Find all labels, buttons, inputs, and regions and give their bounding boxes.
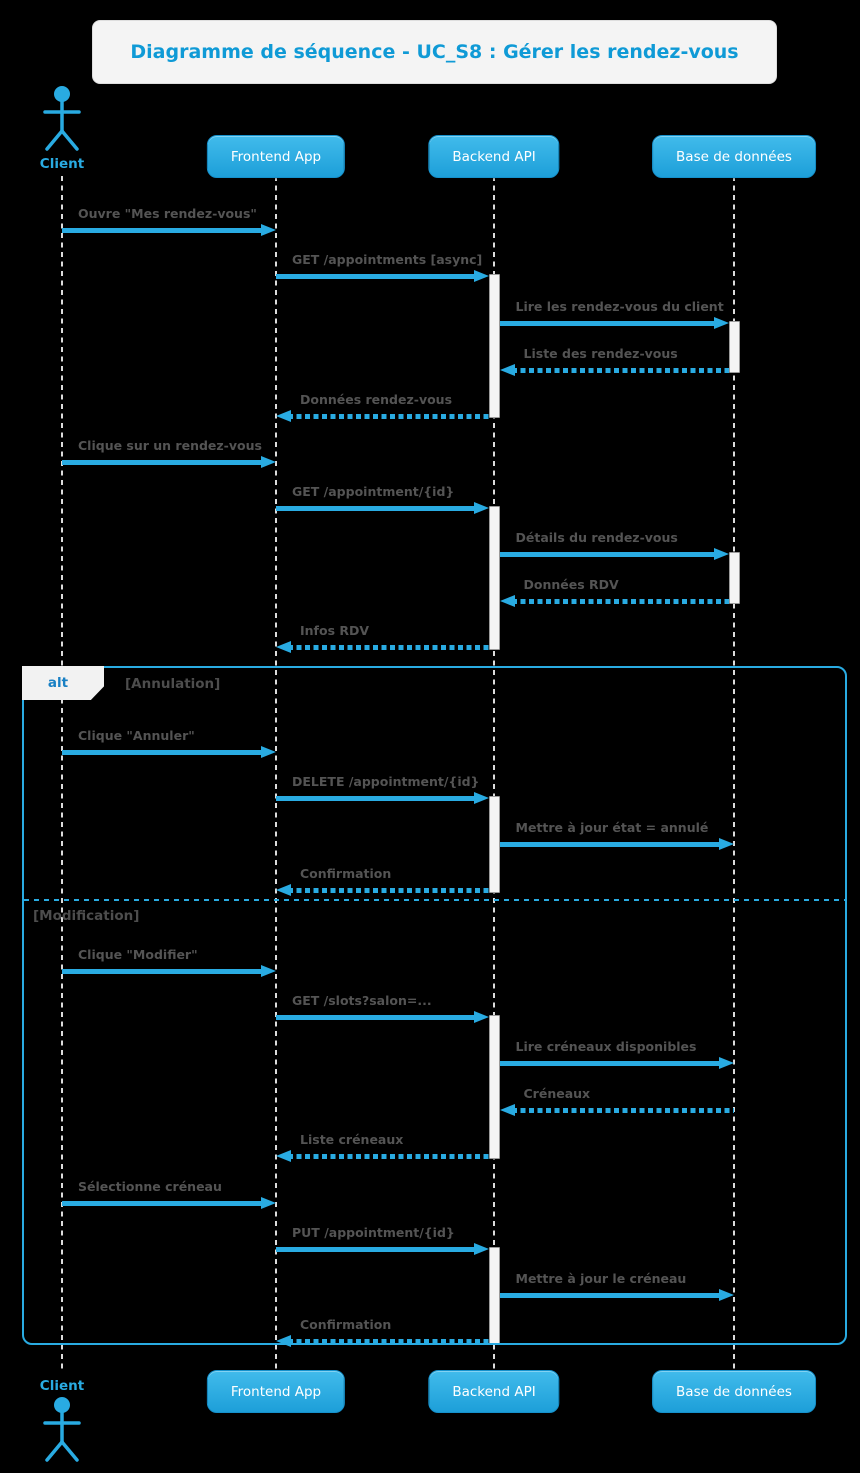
message-label-6: Clique sur un rendez-vous: [78, 438, 262, 453]
message-arrowhead-icon: [261, 1196, 276, 1209]
message-arrowhead-icon: [276, 883, 291, 896]
message-line-5: [288, 414, 489, 419]
message-line-21: [276, 1247, 477, 1252]
message-arrowhead-icon: [276, 1334, 291, 1347]
message-line-2: [276, 274, 477, 279]
message-label-10: Infos RDV: [300, 623, 370, 638]
message-line-20: [62, 1201, 264, 1206]
message-arrowhead-icon: [713, 316, 729, 329]
participant-label-client: Client: [39, 156, 85, 172]
participant-box-db: Base de données: [652, 135, 816, 178]
lifeline-client: [60, 176, 64, 1372]
participant-box-bottom-backend: Backend API: [428, 1370, 560, 1413]
message-arrowhead-icon: [473, 1010, 489, 1023]
message-label-15: Clique "Modifier": [78, 947, 198, 962]
message-arrowhead-icon: [473, 791, 489, 804]
message-arrowhead-icon: [719, 837, 734, 850]
guard-modification-label: [Modification]: [33, 908, 140, 924]
message-arrowhead-icon: [261, 745, 276, 758]
participant-box-bottom-db: Base de données: [652, 1370, 816, 1413]
diagram-title: Diagramme de séquence - UC_S8 : Gérer le…: [92, 20, 777, 84]
message-arrowhead-icon: [713, 547, 729, 560]
message-label-5: Données rendez-vous: [300, 392, 453, 407]
lifeline-db: [732, 176, 736, 1372]
lifeline-frontend: [274, 176, 278, 1372]
message-label-14: Confirmation: [300, 866, 392, 881]
message-arrowhead-icon: [261, 964, 276, 977]
message-label-7: GET /appointment/{id}: [292, 484, 455, 499]
message-label-8: Détails du rendez-vous: [515, 530, 678, 545]
activation-bar-backend: [488, 796, 500, 893]
message-line-4: [511, 368, 729, 373]
message-arrowhead-icon: [719, 1056, 734, 1069]
message-label-21: PUT /appointment/{id}: [292, 1225, 455, 1240]
activation-bar-db: [728, 552, 740, 604]
message-line-9: [511, 599, 729, 604]
message-label-16: GET /slots?salon=...: [292, 993, 432, 1008]
message-label-17: Lire créneaux disponibles: [515, 1039, 697, 1054]
message-arrowhead-icon: [473, 1242, 489, 1255]
message-line-17: [499, 1061, 722, 1066]
message-arrowhead-icon: [276, 1149, 291, 1162]
message-label-3: Lire les rendez-vous du client: [515, 299, 724, 314]
message-arrowhead-icon: [276, 409, 291, 422]
message-line-11: [62, 750, 264, 755]
message-arrowhead-icon: [473, 501, 489, 514]
message-line-1: [62, 228, 264, 233]
message-label-18: Créneaux: [523, 1086, 591, 1101]
guard-annulation-label: [Annulation]: [125, 676, 221, 692]
participant-box-frontend: Frontend App: [206, 135, 346, 178]
message-line-8: [499, 552, 717, 557]
message-label-20: Sélectionne créneau: [78, 1179, 222, 1194]
message-arrowhead-icon: [499, 1103, 515, 1116]
alt-fragment-frame: alt [Annulation] [Modification]: [22, 666, 847, 1345]
message-line-13: [499, 842, 722, 847]
activation-bar-backend: [488, 274, 500, 418]
lifeline-backend: [492, 176, 496, 1372]
message-line-3: [499, 321, 717, 326]
message-label-11: Clique "Annuler": [78, 728, 195, 743]
message-line-16: [276, 1015, 477, 1020]
message-label-4: Liste des rendez-vous: [523, 346, 678, 361]
message-label-9: Données RDV: [523, 577, 619, 592]
message-label-12: DELETE /appointment/{id}: [292, 774, 480, 789]
message-arrowhead-icon: [719, 1288, 734, 1301]
message-line-14: [288, 888, 489, 893]
alt-divider-line: [24, 899, 845, 901]
message-arrowhead-icon: [261, 455, 276, 468]
alt-operator-label: alt: [47, 675, 69, 691]
message-arrowhead-icon: [261, 223, 276, 236]
message-line-12: [276, 796, 477, 801]
message-line-7: [276, 506, 477, 511]
client-actor-icon: [40, 1396, 84, 1468]
message-label-13: Mettre à jour état = annulé: [515, 820, 709, 835]
alt-operator-tab: alt: [22, 666, 104, 700]
message-label-2: GET /appointments [async]: [292, 252, 483, 267]
message-arrowhead-icon: [473, 269, 489, 282]
message-line-10: [288, 645, 489, 650]
message-line-15: [62, 969, 264, 974]
message-label-22: Mettre à jour le créneau: [515, 1271, 687, 1286]
message-arrowhead-icon: [499, 363, 515, 376]
message-arrowhead-icon: [276, 640, 291, 653]
client-actor-icon: [40, 85, 84, 157]
message-label-19: Liste créneaux: [300, 1132, 404, 1147]
message-line-6: [62, 460, 264, 465]
participant-label-client: Client: [39, 1378, 85, 1394]
activation-bar-backend: [488, 1015, 500, 1159]
participant-box-bottom-frontend: Frontend App: [206, 1370, 346, 1413]
message-line-18: [511, 1108, 734, 1113]
message-label-1: Ouvre "Mes rendez-vous": [78, 206, 257, 221]
activation-bar-backend: [488, 506, 500, 650]
message-line-23: [288, 1339, 489, 1344]
message-line-19: [288, 1154, 489, 1159]
diagram-title-text: Diagramme de séquence - UC_S8 : Gérer le…: [130, 41, 739, 63]
message-arrowhead-icon: [499, 594, 515, 607]
message-label-23: Confirmation: [300, 1317, 392, 1332]
participant-box-backend: Backend API: [428, 135, 560, 178]
message-line-22: [499, 1293, 722, 1298]
activation-bar-db: [728, 321, 740, 373]
